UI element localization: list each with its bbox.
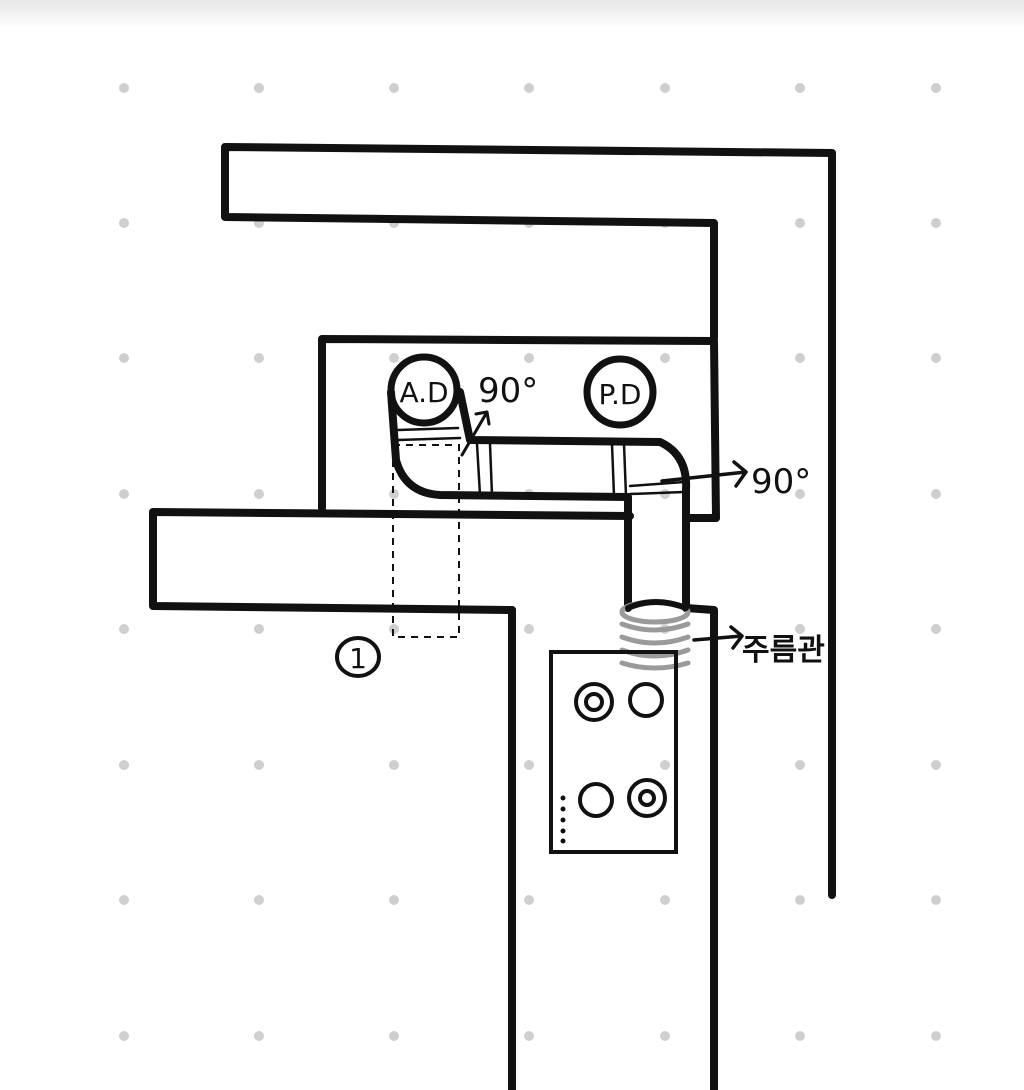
upper-wall: [221, 143, 836, 899]
grid-dot: [931, 83, 941, 93]
outlet-ports: [574, 682, 667, 818]
grid-dot: [931, 895, 941, 905]
grid-dot: [795, 489, 805, 499]
grid-dot: [660, 353, 670, 363]
dot-grid: [119, 83, 941, 1041]
grid-dot: [254, 760, 264, 770]
grid-dot: [524, 83, 534, 93]
grid-dot: [119, 760, 129, 770]
ad-label: A.D: [399, 376, 448, 409]
grid-dot: [931, 1031, 941, 1041]
grid-dot: [389, 83, 399, 93]
top-shadow: [0, 0, 1024, 28]
grid-dot: [119, 489, 129, 499]
angle-right-label: 90°: [751, 462, 811, 502]
grid-dot: [660, 83, 670, 93]
marker-circle: [335, 636, 381, 678]
grid-dot: [524, 353, 534, 363]
duct-joints: [396, 426, 686, 498]
marker-label: 1: [349, 642, 367, 675]
grid-dot: [931, 624, 941, 634]
grid-dot: [389, 489, 399, 499]
grid-dot: [119, 83, 129, 93]
angle-left-label: 90°: [478, 371, 538, 411]
grid-dot: [389, 353, 399, 363]
grid-dot: [389, 1031, 399, 1041]
grid-dot: [524, 624, 534, 634]
grid-dot: [795, 895, 805, 905]
grid-dot: [524, 1031, 534, 1041]
grid-dot: [795, 83, 805, 93]
grid-dot: [389, 760, 399, 770]
grid-dot: [795, 760, 805, 770]
grid-dot: [254, 353, 264, 363]
grid-dot: [660, 895, 670, 905]
grid-dot: [795, 218, 805, 228]
grid-dot: [119, 1031, 129, 1041]
flex-pipe-coil: [619, 599, 691, 671]
grid-dot: [254, 895, 264, 905]
dashed-projection: [392, 444, 460, 638]
grid-dot: [254, 489, 264, 499]
duct-run: [387, 388, 691, 612]
grid-dot: [931, 489, 941, 499]
grid-dot: [795, 353, 805, 363]
flex-pipe-label: 주름관: [742, 633, 825, 668]
grid-dot: [119, 218, 129, 228]
outlet-dots: [560, 795, 566, 844]
grid-dot: [254, 624, 264, 634]
grid-dot: [119, 895, 129, 905]
flex-pipe-arrow: [692, 625, 744, 650]
flex-pipe-top: [625, 599, 689, 611]
angle-left-arrow: [460, 410, 491, 457]
ceiling-box: [318, 335, 720, 522]
grid-dot: [254, 1031, 264, 1041]
grid-dot: [254, 83, 264, 93]
grid-dot: [931, 353, 941, 363]
grid-dot: [389, 895, 399, 905]
grid-dot: [795, 624, 805, 634]
grid-dot: [660, 1031, 670, 1041]
outlet-box: [549, 650, 678, 854]
grid-dot: [119, 353, 129, 363]
grid-dot: [119, 624, 129, 634]
pd-circle: [583, 355, 657, 429]
angle-right-arrow: [660, 460, 748, 488]
grid-dot: [524, 760, 534, 770]
grid-dot: [931, 760, 941, 770]
grid-dot: [660, 760, 670, 770]
grid-dot: [931, 218, 941, 228]
grid-dot: [524, 895, 534, 905]
pd-label: P.D: [599, 378, 642, 411]
vertical-column: [508, 604, 718, 1090]
grid-dot: [795, 1031, 805, 1041]
